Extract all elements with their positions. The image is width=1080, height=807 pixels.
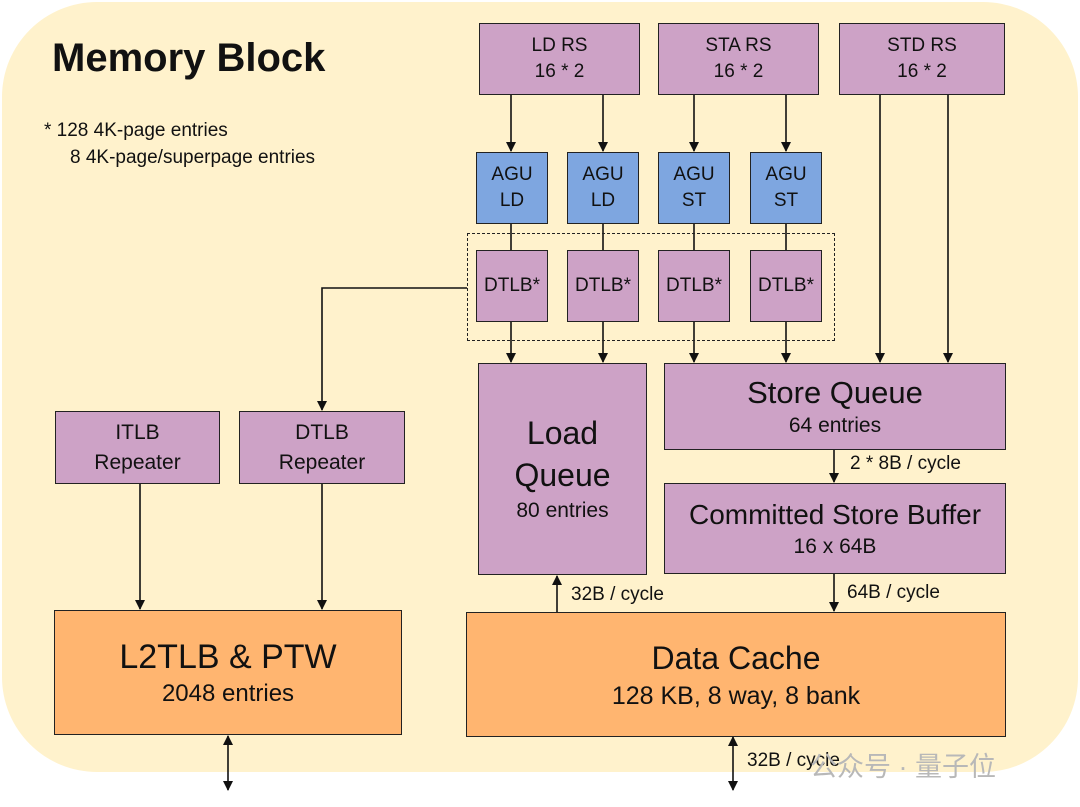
store-queue-name: Store Queue xyxy=(747,374,923,410)
load-queue-box: Load Queue 80 entries xyxy=(478,363,647,575)
dtlb-box-3: DTLB* xyxy=(658,250,730,322)
dtlb-box-2: DTLB* xyxy=(567,250,639,322)
agu-ld-1: AGU LD xyxy=(476,152,548,224)
dtlb-repeater-line1: DTLB xyxy=(295,420,349,444)
ld-rs-name: LD RS xyxy=(531,35,588,56)
csb-name: Committed Store Buffer xyxy=(688,498,982,530)
diagram-title: Memory Block xyxy=(52,36,326,80)
agu-st-2: AGU ST xyxy=(750,152,822,224)
load-queue-line1: Load xyxy=(526,415,599,451)
dtlb-label-2: DTLB* xyxy=(575,275,631,296)
agu-ld-2-sub: LD xyxy=(590,190,616,211)
csb-size: 16 x 64B xyxy=(793,534,877,558)
agu-ld-2: AGU LD xyxy=(567,152,639,224)
dtlb-box-4: DTLB* xyxy=(750,250,822,322)
committed-store-buffer-box: Committed Store Buffer 16 x 64B xyxy=(664,483,1006,574)
dtlb-label-3: DTLB* xyxy=(666,275,722,296)
itlb-repeater-line2: Repeater xyxy=(94,450,181,474)
bw-dcache-to-lq: 32B / cycle xyxy=(571,584,664,605)
agu-ld-2-name: AGU xyxy=(582,164,624,185)
sta-rs-box: STA RS 16 * 2 xyxy=(658,23,819,95)
ld-rs-box: LD RS 16 * 2 xyxy=(479,23,640,95)
load-queue-line2: Queue xyxy=(514,457,611,493)
dtlb-label-1: DTLB* xyxy=(484,275,540,296)
dtlb-box-1: DTLB* xyxy=(476,250,548,322)
agu-st-1-sub: ST xyxy=(681,190,707,211)
watermark: 公众号 · 量子位 xyxy=(810,752,996,782)
dtlb-repeater-line2: Repeater xyxy=(278,450,366,474)
sta-rs-size: 16 * 2 xyxy=(713,61,764,82)
bw-sq-to-csb: 2 * 8B / cycle xyxy=(850,453,961,474)
std-rs-name: STD RS xyxy=(887,35,957,56)
data-cache-config: 128 KB, 8 way, 8 bank xyxy=(611,681,861,710)
itlb-repeater-line1: ITLB xyxy=(115,420,160,444)
l2tlb-ptw-box: L2TLB & PTW 2048 entries xyxy=(54,610,402,735)
itlb-repeater-box: ITLB Repeater xyxy=(55,411,220,484)
agu-st-2-name: AGU xyxy=(765,164,807,185)
bw-dcache-bottom: 32B / cycle xyxy=(747,750,840,771)
note-line-2: 8 4K-page/superpage entries xyxy=(70,147,316,168)
dtlb-repeater-box: DTLB Repeater xyxy=(239,411,405,484)
agu-ld-1-name: AGU xyxy=(491,164,533,185)
dtlb-label-4: DTLB* xyxy=(758,275,814,296)
l2tlb-name: L2TLB & PTW xyxy=(119,637,337,676)
data-cache-name: Data Cache xyxy=(651,639,821,676)
agu-st-2-sub: ST xyxy=(773,190,799,211)
std-rs-size: 16 * 2 xyxy=(897,61,947,82)
agu-ld-1-sub: LD xyxy=(499,190,525,211)
load-queue-entries: 80 entries xyxy=(516,499,609,522)
note-line-1: * 128 4K-page entries xyxy=(44,120,228,141)
dtlb-cluster xyxy=(467,233,835,341)
store-queue-entries: 64 entries xyxy=(788,413,882,437)
l2tlb-entries: 2048 entries xyxy=(161,679,295,707)
data-cache-box: Data Cache 128 KB, 8 way, 8 bank xyxy=(466,612,1006,737)
sta-rs-name: STA RS xyxy=(705,35,772,56)
agu-st-1: AGU ST xyxy=(658,152,730,224)
store-queue-box: Store Queue 64 entries xyxy=(664,363,1006,450)
ld-rs-size: 16 * 2 xyxy=(534,61,585,82)
std-rs-box: STD RS 16 * 2 xyxy=(839,23,1005,95)
agu-st-1-name: AGU xyxy=(673,164,715,185)
bw-csb-to-dcache: 64B / cycle xyxy=(847,582,940,603)
